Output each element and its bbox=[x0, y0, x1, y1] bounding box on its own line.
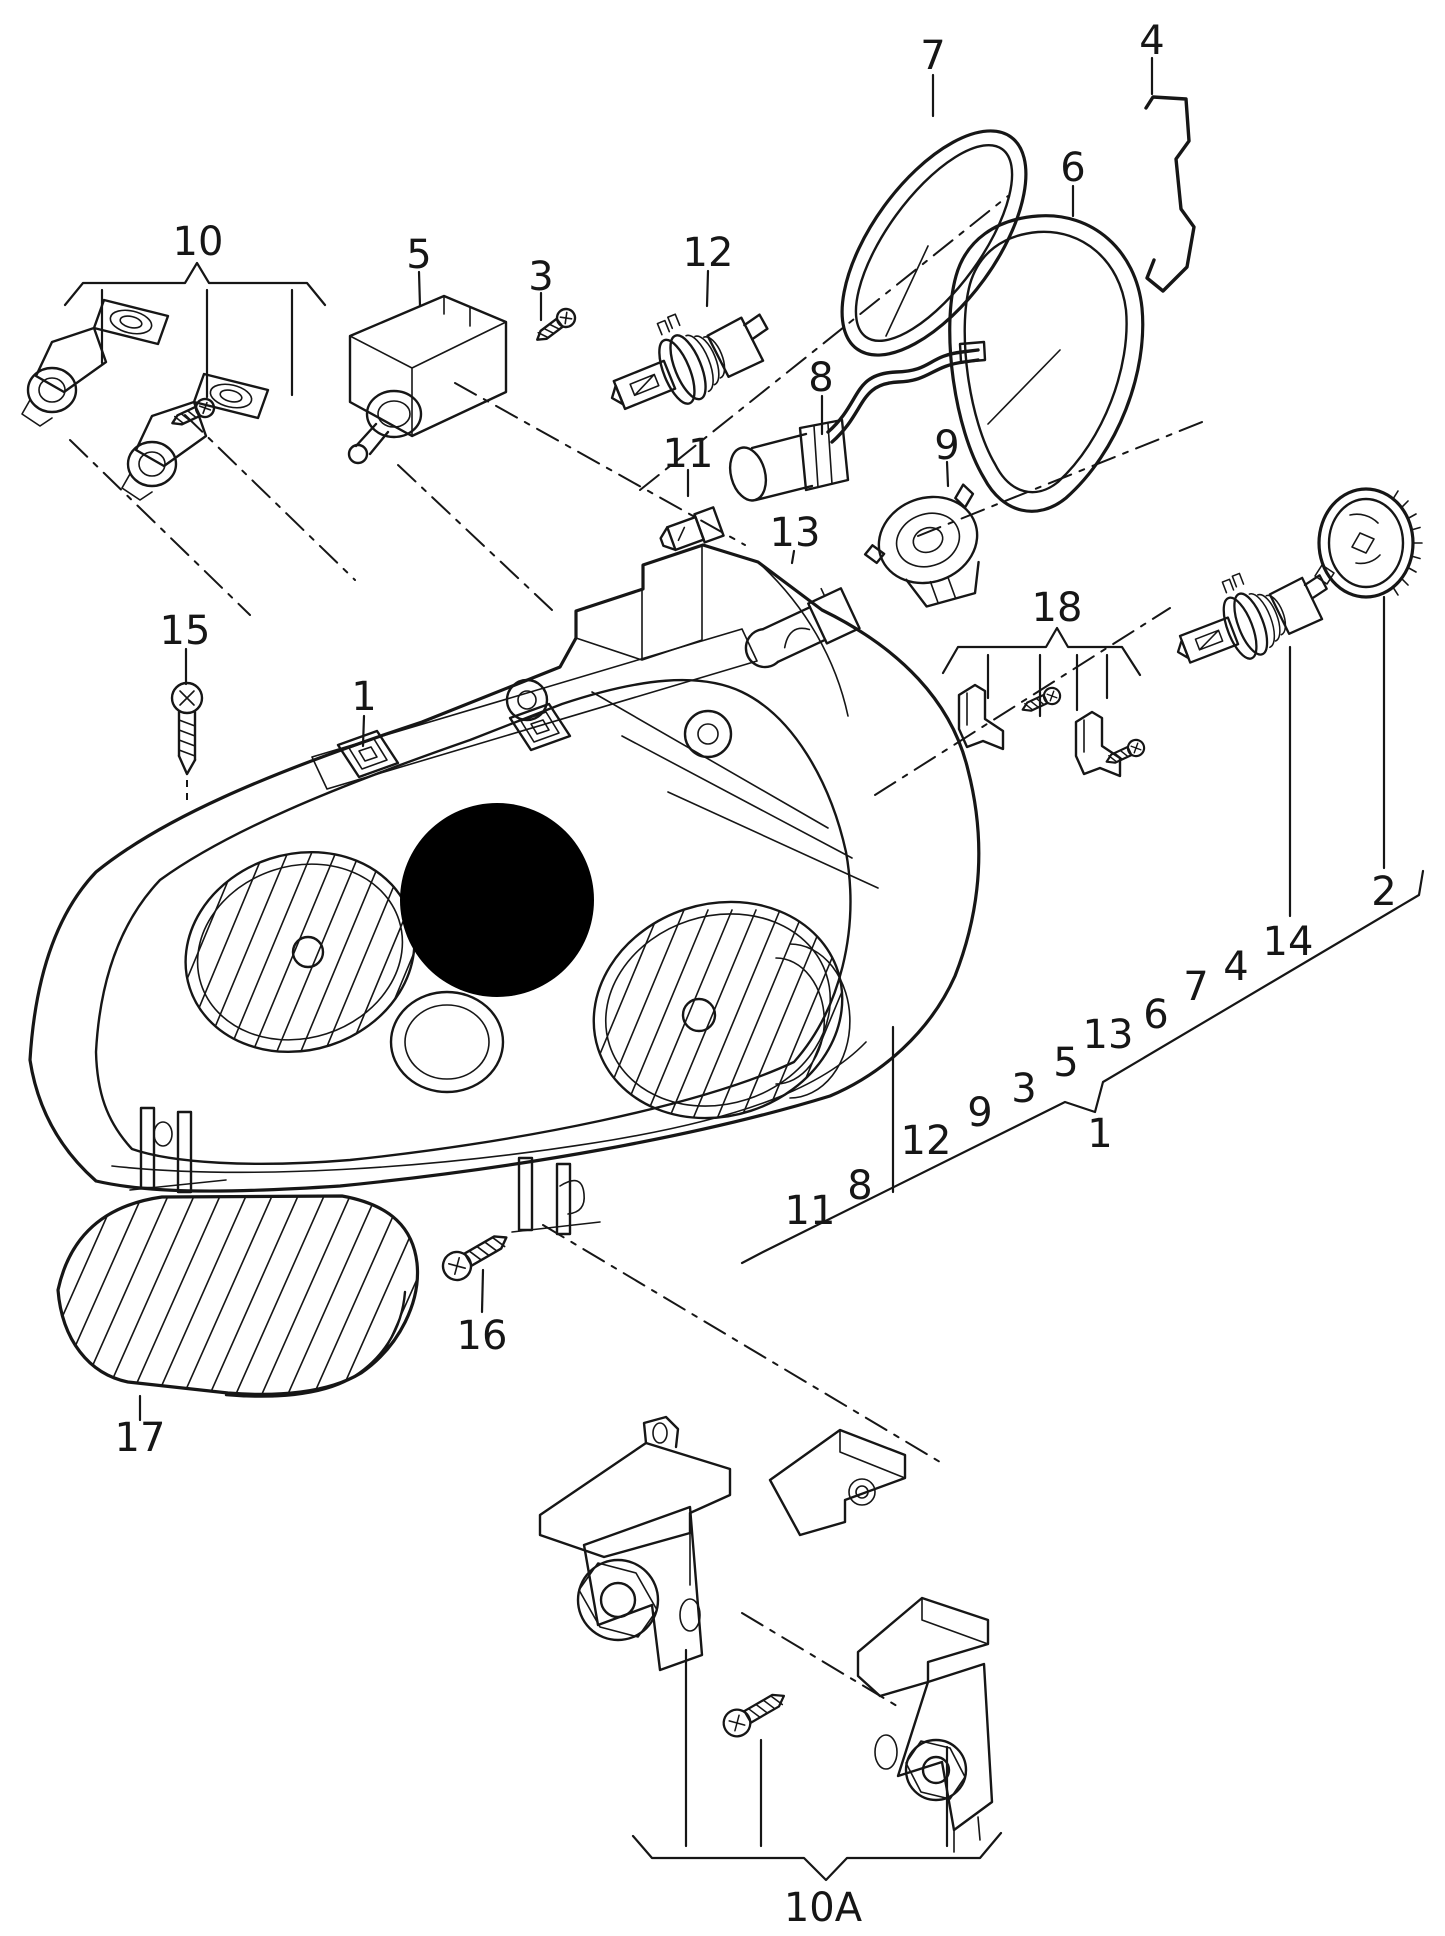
ladder-labels: 11 8 12 9 3 5 13 6 7 4 1 bbox=[785, 944, 1249, 1234]
bracket-10A-wing bbox=[768, 1428, 907, 1537]
ladder-item-1[interactable]: 1 bbox=[1087, 1111, 1112, 1157]
mounting-pad-rear bbox=[508, 702, 572, 752]
headlamp-assembly-drawing bbox=[28, 543, 981, 1236]
bracket-set-10A-drawing bbox=[538, 1415, 994, 1853]
ladder-item-12[interactable]: 12 bbox=[901, 1118, 952, 1164]
center-trim-ring bbox=[389, 990, 505, 1094]
ladder-item-11[interactable]: 11 bbox=[785, 1188, 836, 1234]
alignment-axes bbox=[69, 195, 1203, 1707]
ladder-item-5[interactable]: 5 bbox=[1053, 1040, 1078, 1086]
seal-ring-drawing bbox=[840, 129, 1028, 357]
bracket-set-10-drawing bbox=[20, 298, 270, 502]
ladder-item-4[interactable]: 4 bbox=[1223, 944, 1248, 990]
ladder-line bbox=[740, 869, 1425, 1265]
callout-18[interactable]: 18 bbox=[1032, 585, 1083, 631]
callout-17[interactable]: 17 bbox=[115, 1415, 166, 1461]
bulb-socket-9-drawing bbox=[863, 483, 980, 608]
bulb-cap-2-drawing bbox=[1314, 487, 1423, 599]
ladder-item-13[interactable]: 13 bbox=[1083, 1012, 1134, 1058]
ladder-item-8[interactable]: 8 bbox=[847, 1163, 872, 1209]
screw-3-drawing bbox=[530, 304, 580, 349]
lens-panel-17-drawing bbox=[56, 1194, 420, 1398]
bulb-14-drawing bbox=[1158, 545, 1342, 684]
callout-1[interactable]: 1 bbox=[351, 674, 376, 720]
callout-6[interactable]: 6 bbox=[1060, 145, 1085, 191]
callout-15[interactable]: 15 bbox=[160, 608, 211, 654]
callout-8[interactable]: 8 bbox=[808, 355, 833, 401]
callout-labels: 7 4 6 10 5 3 12 11 8 9 13 15 1 18 14 2 1… bbox=[115, 18, 1397, 1931]
callout-12[interactable]: 12 bbox=[683, 230, 734, 276]
screw-15-drawing bbox=[170, 681, 204, 800]
callout-2[interactable]: 2 bbox=[1371, 869, 1396, 915]
headlamp-outline bbox=[28, 543, 981, 1193]
callout-13[interactable]: 13 bbox=[770, 510, 821, 556]
bulb-11-drawing bbox=[659, 506, 725, 552]
callout-4[interactable]: 4 bbox=[1139, 18, 1164, 64]
reflector-right bbox=[565, 900, 871, 1150]
mount-tab-left bbox=[129, 1106, 227, 1194]
callout-16[interactable]: 16 bbox=[457, 1313, 508, 1359]
cover-cap-drawing bbox=[948, 214, 1145, 513]
ladder-item-7[interactable]: 7 bbox=[1183, 964, 1208, 1010]
ladder-item-3[interactable]: 3 bbox=[1011, 1066, 1036, 1112]
callout-3[interactable]: 3 bbox=[528, 254, 553, 300]
bulb-12-drawing bbox=[590, 283, 784, 431]
leader-lines bbox=[63, 56, 1425, 1882]
callout-10A[interactable]: 10A bbox=[784, 1885, 863, 1931]
callout-7[interactable]: 7 bbox=[920, 33, 945, 79]
top-mount-strap bbox=[311, 628, 758, 790]
callout-14[interactable]: 14 bbox=[1263, 919, 1314, 965]
redacted-region bbox=[400, 803, 594, 997]
retaining-clip-drawing bbox=[1144, 95, 1196, 293]
bulb-holder-8-drawing bbox=[728, 340, 987, 502]
mount-tab-center bbox=[511, 1156, 601, 1236]
clip-set-18-drawing bbox=[957, 683, 1148, 778]
ladder-item-9[interactable]: 9 bbox=[967, 1090, 992, 1136]
callout-5[interactable]: 5 bbox=[406, 232, 431, 278]
screw-16-drawing bbox=[436, 1224, 515, 1287]
levelling-motor-drawing bbox=[347, 294, 508, 465]
callout-10[interactable]: 10 bbox=[173, 219, 224, 265]
ladder-item-6[interactable]: 6 bbox=[1143, 992, 1168, 1038]
callout-11[interactable]: 11 bbox=[663, 431, 714, 477]
callout-9[interactable]: 9 bbox=[934, 423, 959, 469]
bulb-13-drawing bbox=[744, 587, 861, 669]
lens-inner-frame bbox=[94, 678, 852, 1166]
